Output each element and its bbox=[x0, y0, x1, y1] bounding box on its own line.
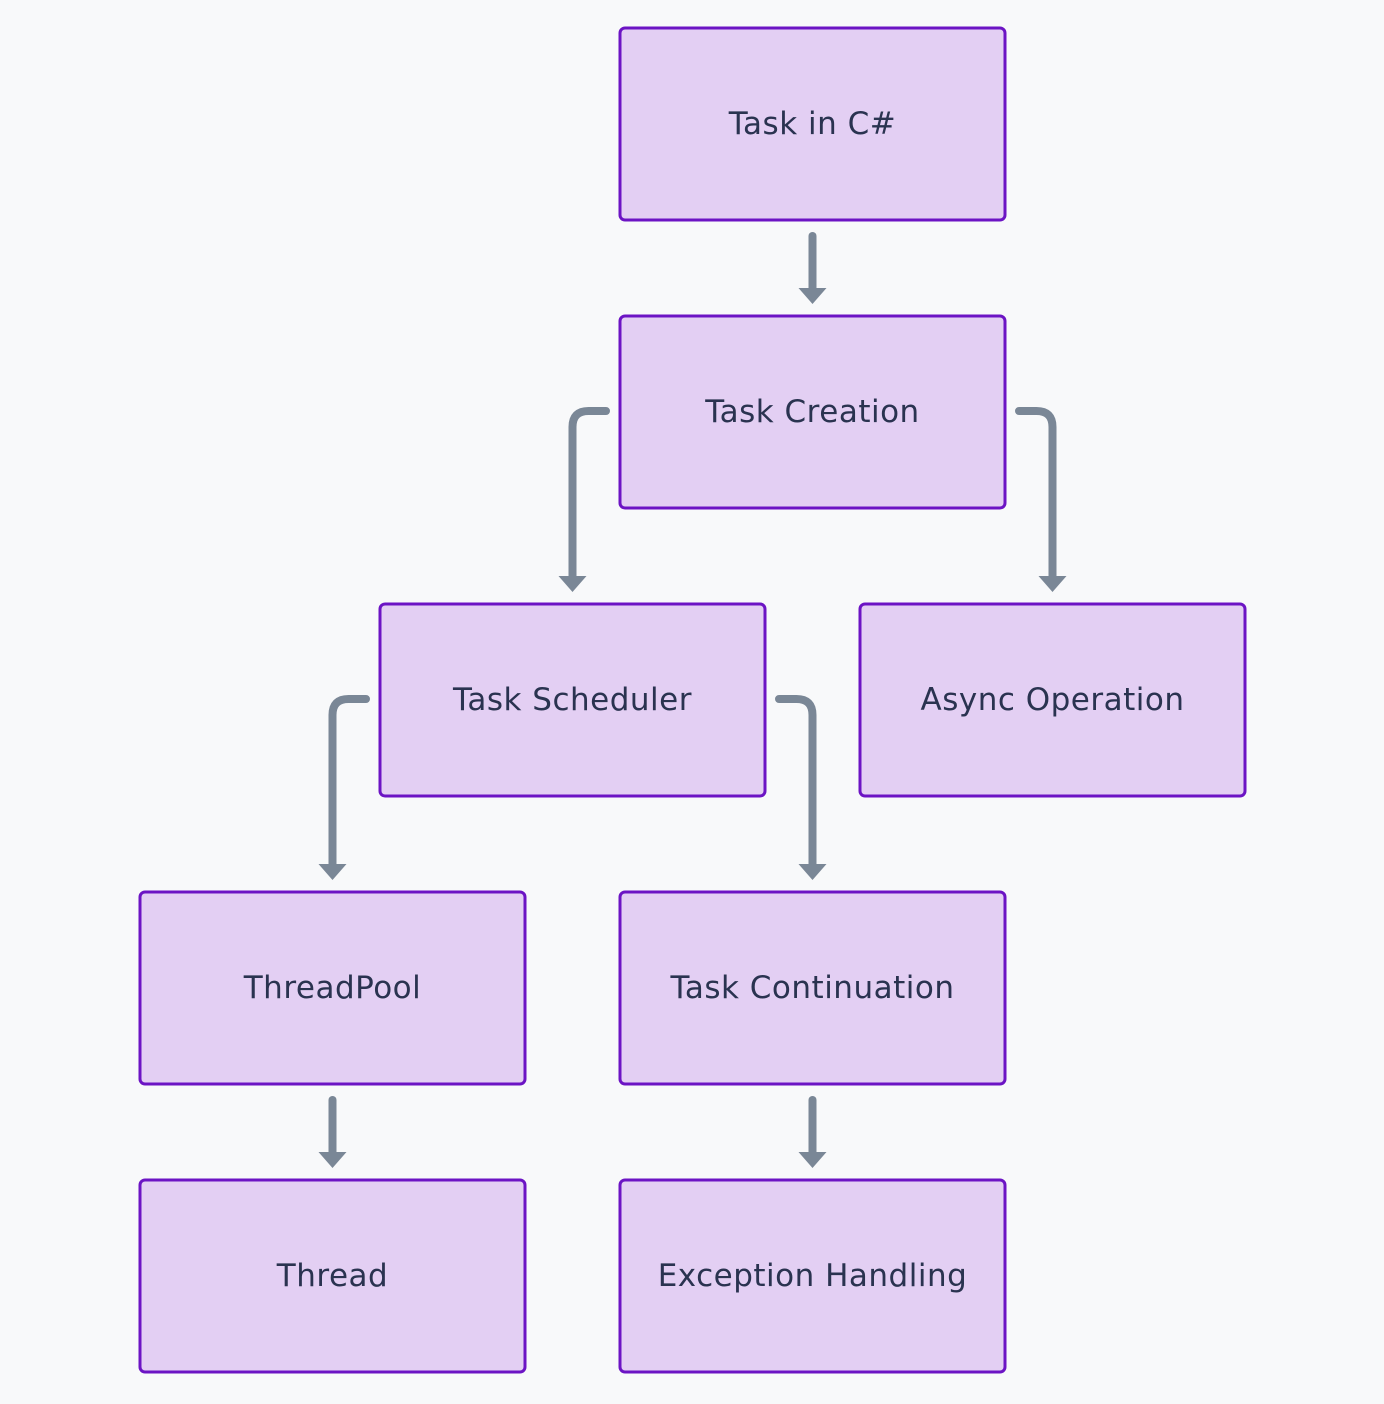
edge-creation-to-async bbox=[1015, 407, 1067, 592]
node-label: Task Continuation bbox=[670, 970, 955, 1006]
edge-line bbox=[568, 407, 610, 582]
node-box bbox=[618, 314, 1007, 510]
arrow-head-icon bbox=[798, 1152, 827, 1168]
arrow-head-icon bbox=[1038, 576, 1067, 592]
node-box bbox=[618, 26, 1007, 222]
node-box bbox=[858, 602, 1247, 798]
edge-continuation-to-exception bbox=[798, 1096, 827, 1168]
arrow-head-icon bbox=[798, 864, 827, 880]
edge-scheduler-to-continuation bbox=[775, 695, 827, 880]
edge-threadpool-to-thread bbox=[318, 1096, 347, 1168]
node-box bbox=[378, 602, 767, 798]
edge-line bbox=[328, 695, 370, 870]
node-box bbox=[618, 890, 1007, 1086]
arrow-head-icon bbox=[798, 288, 827, 304]
edge-task-to-creation bbox=[798, 232, 827, 304]
node-box bbox=[138, 1178, 527, 1374]
node-label: Task Scheduler bbox=[452, 682, 692, 718]
node-box bbox=[138, 890, 527, 1086]
node-box bbox=[618, 1178, 1007, 1374]
edge-line bbox=[1015, 407, 1057, 582]
edge-line bbox=[775, 695, 817, 870]
node-continuation: Task Continuation bbox=[618, 890, 1007, 1086]
arrow-head-icon bbox=[318, 864, 347, 880]
node-label: Exception Handling bbox=[658, 1258, 968, 1294]
node-label: ThreadPool bbox=[243, 970, 422, 1006]
node-thread: Thread bbox=[138, 1178, 527, 1374]
node-label: Task in C# bbox=[728, 106, 897, 142]
arrow-head-icon bbox=[558, 576, 587, 592]
node-label: Async Operation bbox=[920, 682, 1184, 718]
node-exception: Exception Handling bbox=[618, 1178, 1007, 1374]
edge-creation-to-scheduler bbox=[558, 407, 610, 592]
node-threadpool: ThreadPool bbox=[138, 890, 527, 1086]
node-scheduler: Task Scheduler bbox=[378, 602, 767, 798]
node-task: Task in C# bbox=[618, 26, 1007, 222]
node-label: Task Creation bbox=[704, 394, 919, 430]
edges-layer bbox=[318, 232, 1067, 1168]
node-async: Async Operation bbox=[858, 602, 1247, 798]
node-creation: Task Creation bbox=[618, 314, 1007, 510]
arrow-head-icon bbox=[318, 1152, 347, 1168]
node-label: Thread bbox=[276, 1258, 388, 1294]
edge-scheduler-to-threadpool bbox=[318, 695, 370, 880]
